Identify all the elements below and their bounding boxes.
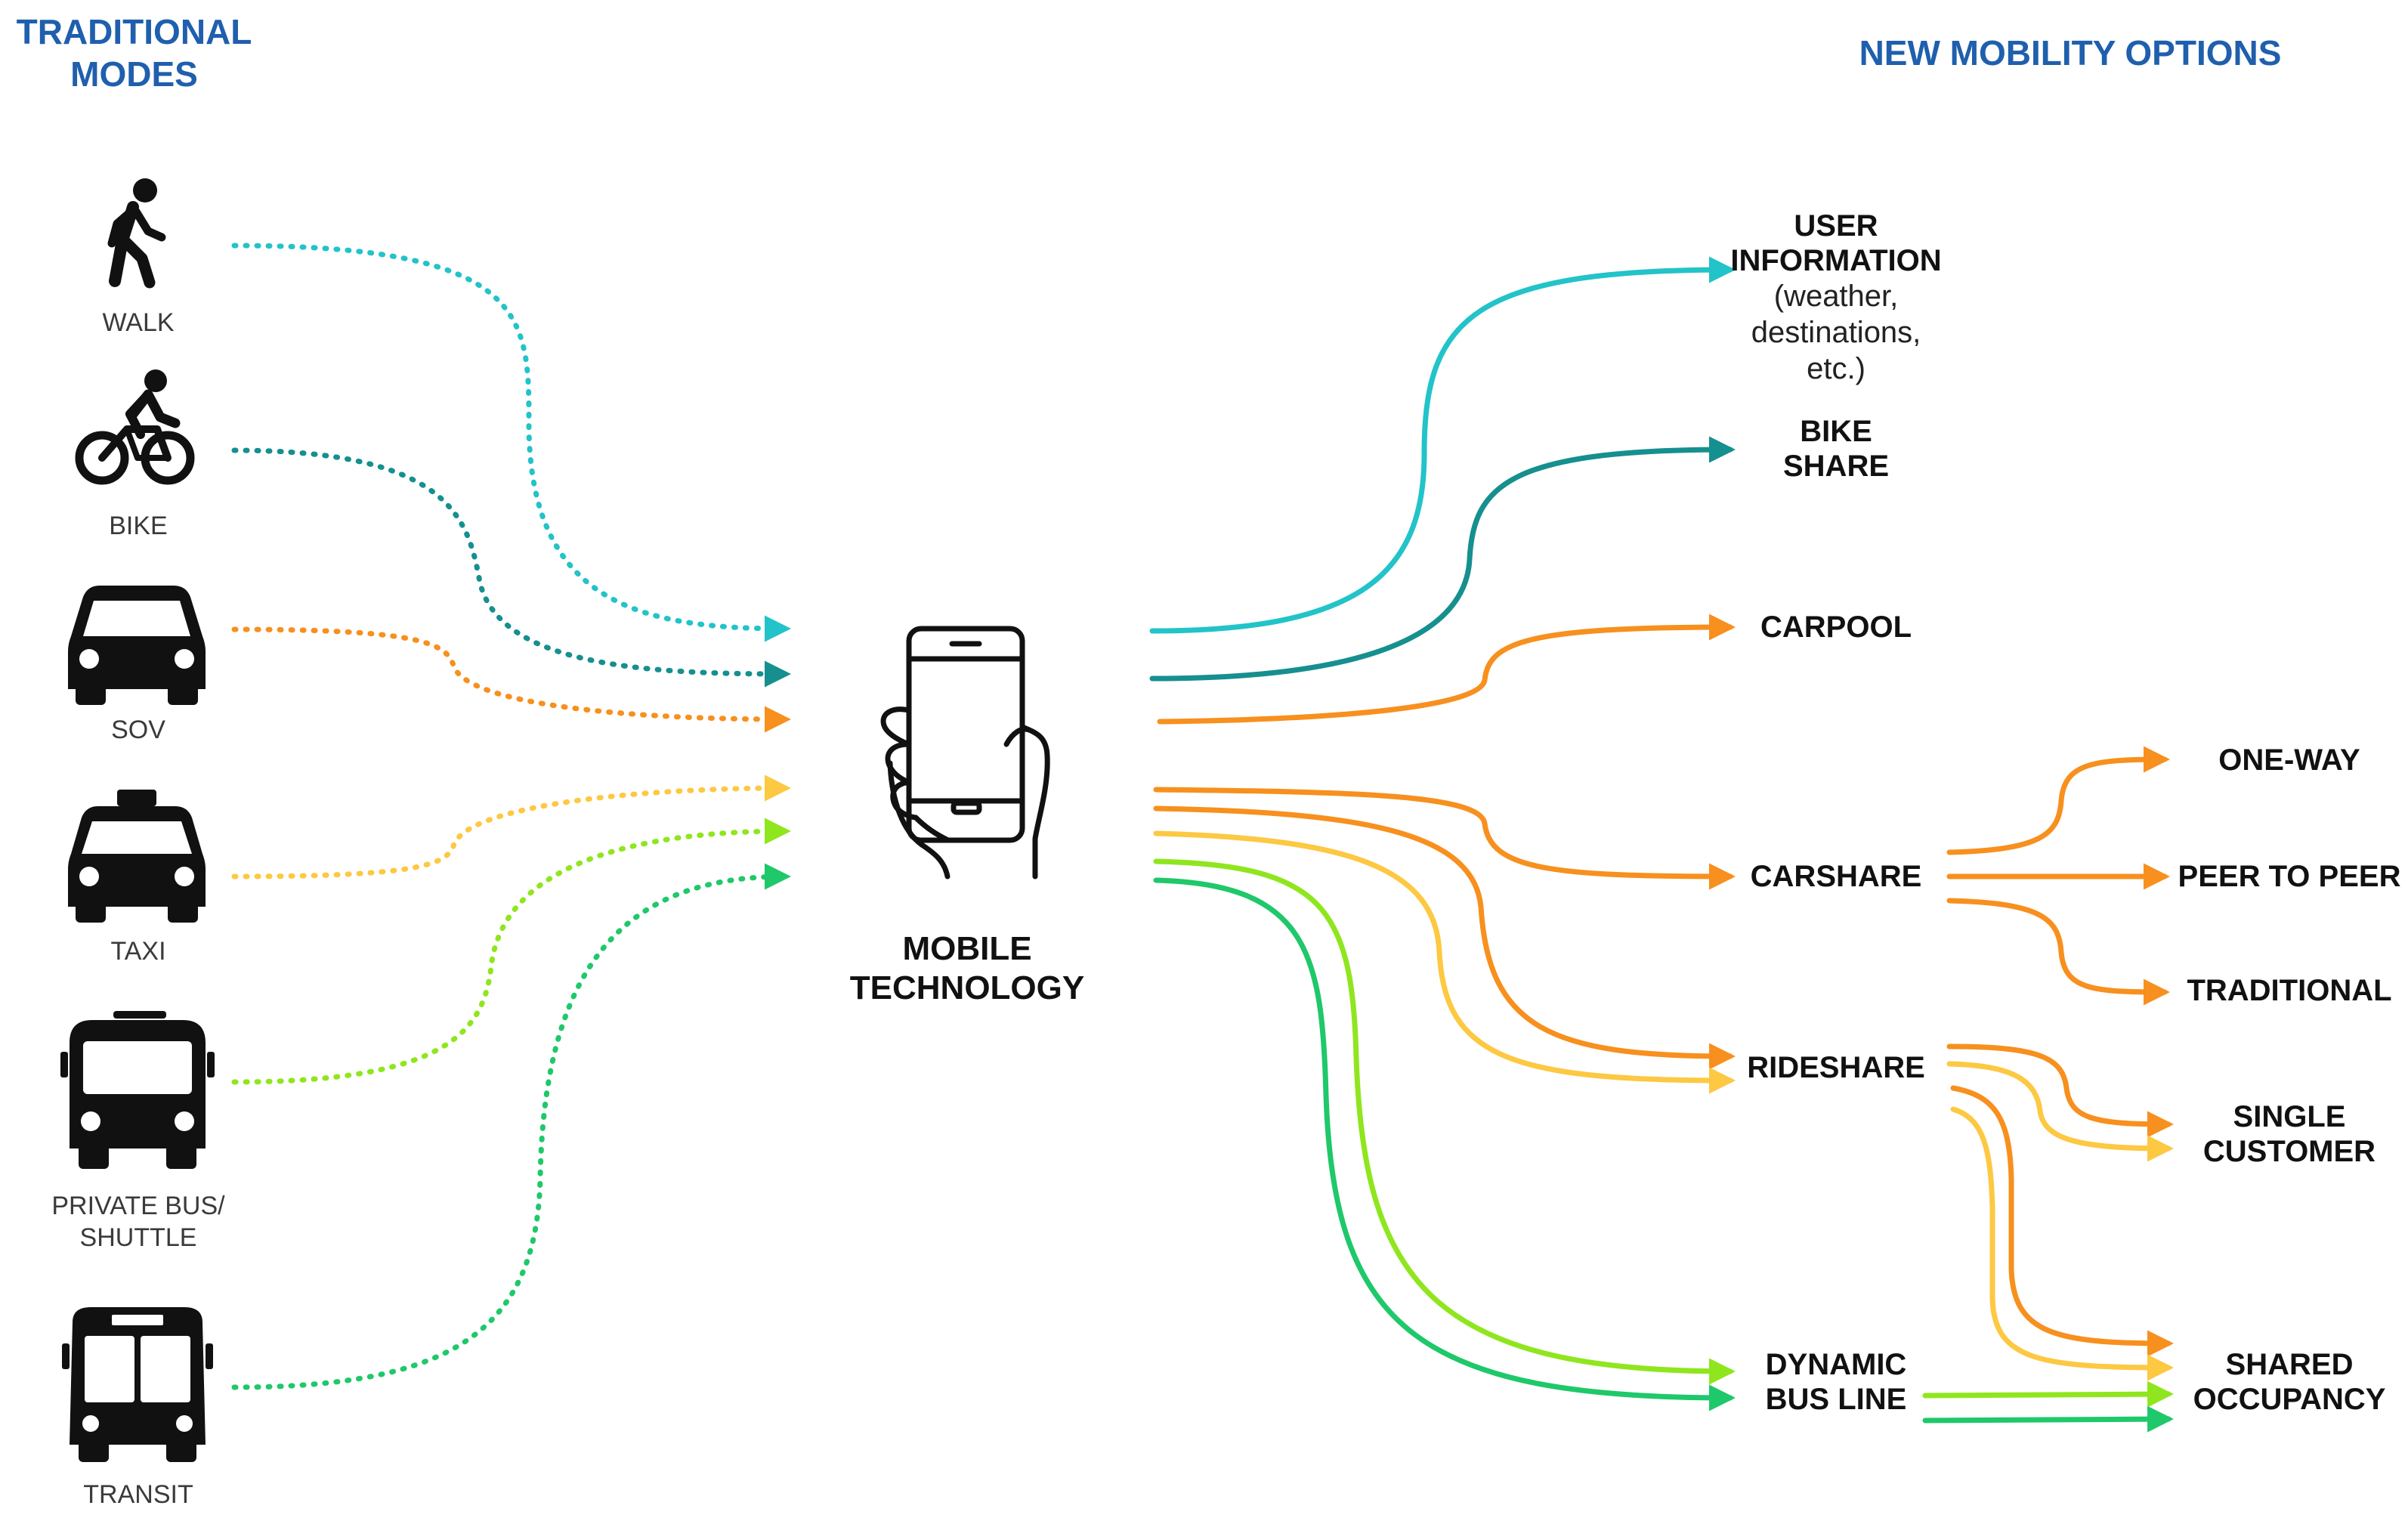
flow-bike-dotted [231,447,791,688]
flow-dynamic-bus-green [1153,877,1736,1411]
mobile-technology-label: MOBILE TECHNOLOGY [849,930,1085,1006]
flow-dynamic-bus-lime [1153,858,1736,1385]
flow-single-customer-orange [1946,1043,2174,1138]
mode-label-sov: SOV [111,716,165,744]
flow-shared-occupancy-yellow [1950,1106,2174,1381]
option-carpool: CARPOOL [1760,611,1912,644]
transit-bus-icon [62,1307,213,1462]
bus-icon [60,1011,215,1169]
header-new-mobility-options: NEW MOBILITY OPTIONS [1859,33,2282,73]
flow-bus-shared-lime [1922,1380,2174,1408]
option-user-information-sub: (weather, destinations, etc.) [1751,280,1921,385]
sub-option-one-way: ONE-WAY [2218,743,2360,777]
flow-bike-share [1149,436,1736,682]
bike-icon [75,369,195,485]
mode-label-transit: TRANSIT [83,1480,193,1509]
option-bike-share: BIKE SHARE [1782,415,1890,483]
flow-carshare [1153,787,1736,890]
flow-taxi-dotted [231,774,791,880]
mode-label-taxi: TAXI [110,937,166,966]
flow-bus-shared-green [1922,1405,2174,1433]
header-traditional-modes: TRADITIONAL MODES [16,12,252,94]
flow-traditional [1946,898,2170,1006]
mode-label-walk: WALK [102,308,175,337]
smartphone-hand-icon [880,626,1050,880]
flow-rideshare-yellow [1153,830,1736,1094]
sub-option-shared-occupancy: SHARED OCCUPANCY [2193,1348,2386,1416]
flow-rideshare-orange [1153,805,1736,1070]
option-dynamic-bus-line: DYNAMIC BUS LINE [1765,1348,1907,1416]
flow-sov-dotted [231,626,791,733]
walk-icon [107,178,166,289]
flow-shared-occupancy-orange [1950,1085,2174,1357]
car-icon [68,586,206,705]
flow-one-way [1946,746,2170,855]
option-carshare: CARSHARE [1750,860,1922,893]
option-user-information-title: USER INFORMATION [1730,209,1942,277]
flow-private-bus-dotted [231,818,791,1085]
sub-option-peer-to-peer: PEER TO PEER [2178,860,2401,893]
taxi-icon [68,790,206,923]
flow-transit-dotted [231,863,791,1390]
mode-label-bike: BIKE [109,512,168,540]
flow-single-customer-yellow [1946,1061,2174,1162]
flow-user-information [1149,256,1736,634]
flow-carpool [1157,614,1736,725]
flow-walk-dotted [231,243,791,642]
sub-option-traditional: TRADITIONAL [2187,974,2392,1007]
option-user-information: USER INFORMATION (weather, destinations,… [1677,174,1995,422]
mode-label-private-bus: PRIVATE BUS/ SHUTTLE [51,1192,225,1252]
incoming-flows [231,243,791,1390]
sub-option-single-customer: SINGLE CUSTOMER [2202,1100,2376,1168]
option-rideshare: RIDESHARE [1747,1051,1925,1084]
outgoing-flows [1149,256,2174,1433]
